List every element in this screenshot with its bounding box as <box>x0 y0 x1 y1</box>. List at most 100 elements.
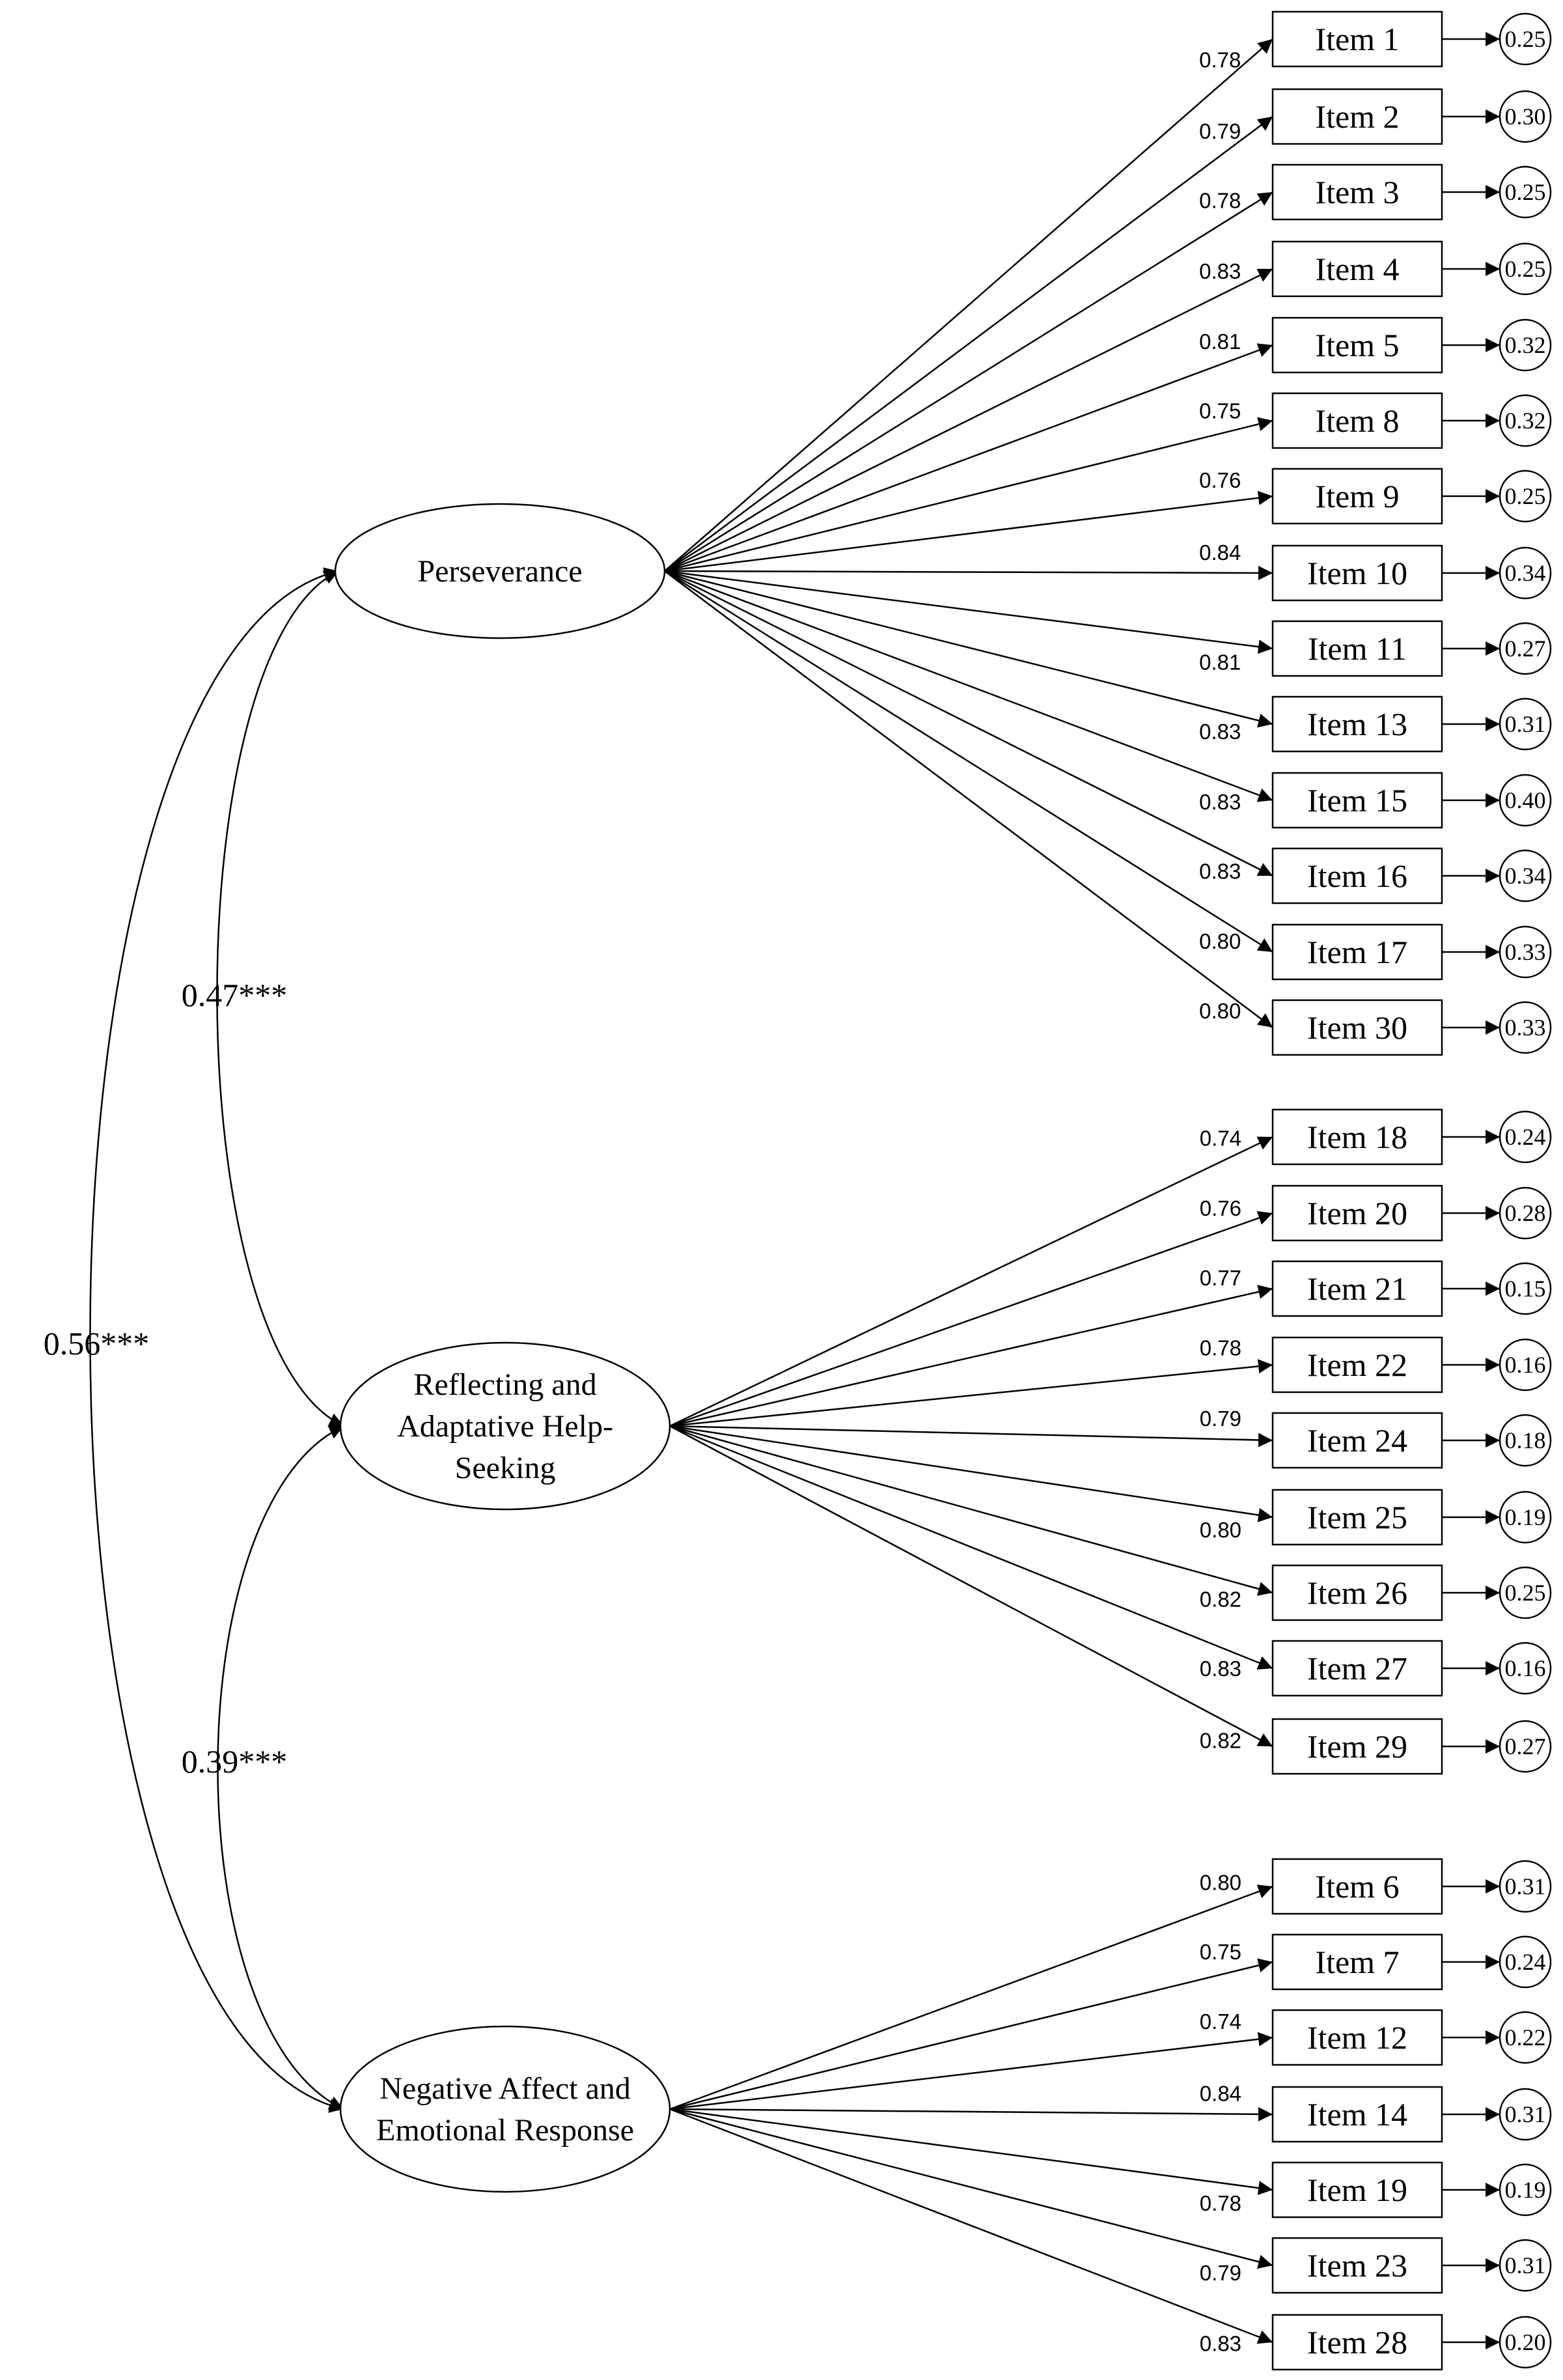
indicator-label: Item 20 <box>1307 1195 1407 1231</box>
loading-path <box>669 1425 1273 1670</box>
indicator-label: Item 29 <box>1307 1728 1407 1765</box>
correlation-value: 0.47*** <box>182 977 288 1013</box>
indicator-box <box>1271 544 1443 602</box>
loading-path <box>664 38 1273 572</box>
indicator-label: Item 1 <box>1315 21 1399 57</box>
indicator-label: Item 21 <box>1307 1270 1407 1307</box>
loading-value: 0.79 <box>1200 1407 1241 1431</box>
loading-value: 0.81 <box>1199 329 1241 354</box>
error-variance-label: 0.22 <box>1505 2024 1546 2051</box>
loading-value: 0.80 <box>1199 929 1241 953</box>
loading-value: 0.76 <box>1200 1196 1241 1220</box>
loading-value: 0.83 <box>1199 720 1241 744</box>
indicator-label: Item 16 <box>1307 858 1407 894</box>
loading-path <box>669 2108 1273 2269</box>
loading-value: 0.75 <box>1199 399 1241 423</box>
error-variance-label: 0.24 <box>1505 1949 1546 1975</box>
loading-path <box>664 417 1273 572</box>
correlation-arc <box>89 567 344 2113</box>
latent-factor-ellipse <box>339 1341 671 1511</box>
loading-value: 0.82 <box>1200 1729 1241 1753</box>
error-variance-label: 0.16 <box>1505 1352 1546 1378</box>
error-variance-label: 0.27 <box>1505 636 1546 662</box>
loading-path <box>664 570 1273 953</box>
loading-value: 0.75 <box>1200 1940 1241 1964</box>
indicator-label: Item 7 <box>1315 1944 1399 1980</box>
loading-path <box>664 191 1273 572</box>
correlation-value: 0.39*** <box>182 1743 288 1780</box>
factor-label: Emotional Response <box>376 2113 634 2148</box>
correlation-arc <box>216 570 344 1427</box>
indicator-label: Item 30 <box>1307 1009 1407 1046</box>
error-term-circle <box>1499 1860 1552 1913</box>
loading-path <box>664 570 1273 877</box>
loading-value: 0.78 <box>1199 189 1241 213</box>
indicator-box <box>1271 2161 1443 2219</box>
indicator-box <box>1271 1336 1443 1393</box>
error-variance-label: 0.25 <box>1505 483 1546 509</box>
loading-path <box>669 1425 1273 1522</box>
error-term-circle <box>1499 318 1552 372</box>
loading-path <box>669 1884 1273 2110</box>
loading-value: 0.83 <box>1199 790 1241 814</box>
latent-factor-ellipse <box>334 503 666 639</box>
indicator-box <box>1271 1184 1443 1242</box>
loading-value: 0.80 <box>1200 1870 1241 1894</box>
indicator-label: Item 23 <box>1307 2247 1407 2284</box>
error-term-circle <box>1499 1414 1552 1467</box>
indicator-box <box>1271 1260 1443 1317</box>
error-term-circle <box>1499 242 1552 296</box>
loading-value: 0.74 <box>1200 1127 1241 1151</box>
error-term-circle <box>1499 849 1552 903</box>
error-term-circle <box>1499 774 1552 827</box>
error-term-circle <box>1499 1566 1552 1619</box>
indicator-box <box>1271 2314 1443 2371</box>
indicator-label: Item 10 <box>1307 555 1407 591</box>
loading-path <box>669 1425 1273 1596</box>
indicator-label: Item 15 <box>1307 782 1407 819</box>
indicator-box <box>1271 772 1443 829</box>
indicator-box <box>1271 2237 1443 2294</box>
factor-label: Negative Affect and <box>380 2071 631 2106</box>
loading-path <box>669 1285 1273 1427</box>
loading-path <box>669 1359 1273 1427</box>
indicator-label: Item 25 <box>1307 1499 1407 1535</box>
indicator-box <box>1271 88 1443 145</box>
indicator-label: Item 22 <box>1307 1347 1407 1383</box>
loading-path <box>669 1136 1273 1427</box>
correlation-arc <box>217 1425 344 2110</box>
loading-value: 0.78 <box>1199 48 1241 72</box>
indicator-label: Item 24 <box>1307 1422 1407 1459</box>
indicator-box <box>1271 620 1443 677</box>
error-term-circle <box>1499 394 1552 447</box>
indicator-box <box>1271 1412 1443 1469</box>
loading-value: 0.83 <box>1199 860 1241 884</box>
loading-value: 0.79 <box>1199 119 1241 143</box>
loading-path <box>669 2108 1273 2344</box>
factor-label: Perseverance <box>417 554 582 589</box>
loading-path <box>669 1425 1273 1748</box>
error-term-circle <box>1499 165 1552 219</box>
loading-value: 0.83 <box>1200 2331 1241 2355</box>
loading-value: 0.84 <box>1200 2081 1241 2105</box>
loading-value: 0.84 <box>1199 540 1241 565</box>
indicator-box <box>1271 1933 1443 1991</box>
error-term-circle <box>1499 2011 1552 2064</box>
error-variance-label: 0.31 <box>1505 2101 1546 2127</box>
indicator-label: Item 9 <box>1315 478 1399 514</box>
error-variance-label: 0.25 <box>1505 26 1546 52</box>
indicator-label: Item 28 <box>1307 2324 1407 2360</box>
error-term-circle <box>1499 2163 1552 2217</box>
error-variance-label: 0.18 <box>1505 1427 1546 1453</box>
loading-value: 0.80 <box>1199 999 1241 1023</box>
loading-value: 0.77 <box>1200 1266 1241 1290</box>
indicator-box <box>1271 2086 1443 2143</box>
indicator-box <box>1271 1108 1443 1166</box>
indicator-label: Item 26 <box>1307 1575 1407 1611</box>
indicator-box <box>1271 1489 1443 1546</box>
error-variance-label: 0.15 <box>1505 1276 1546 1302</box>
loading-path <box>664 570 1273 802</box>
loading-value: 0.82 <box>1200 1588 1241 1612</box>
indicator-label: Item 8 <box>1315 402 1399 439</box>
